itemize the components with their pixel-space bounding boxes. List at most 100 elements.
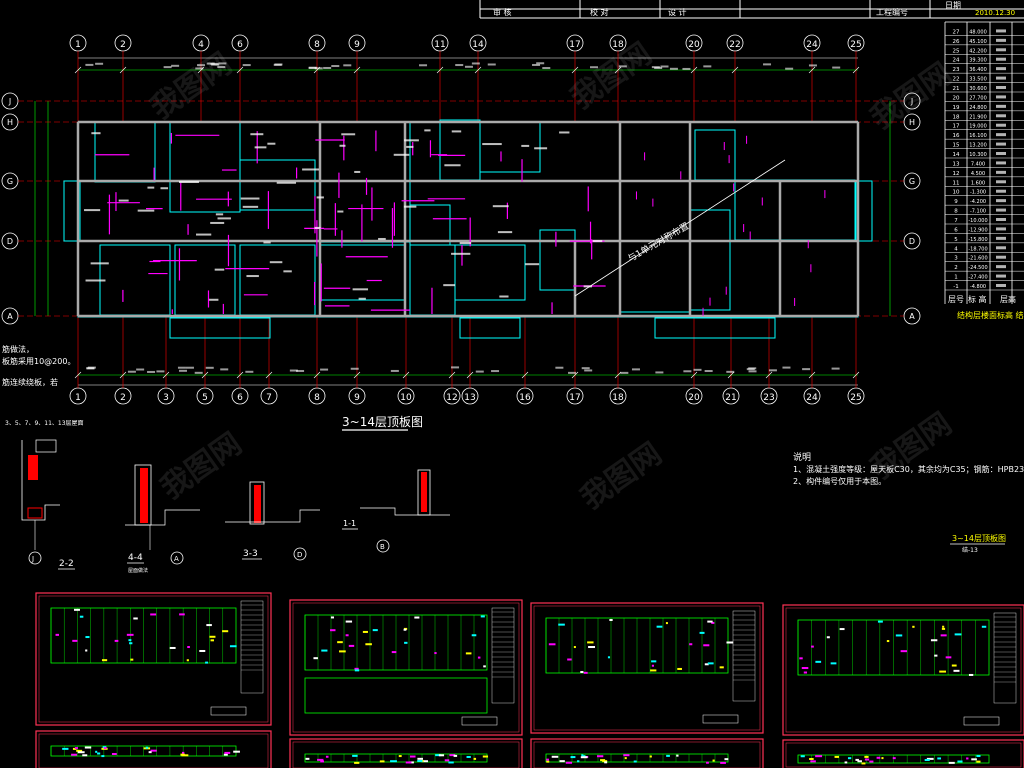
section-4-4: A 4-4 屋面做法 <box>125 464 200 574</box>
floor-number: 11 <box>953 180 960 186</box>
floor-elevation: -24.500 <box>968 265 987 271</box>
bottom-axis-label: 9 <box>354 393 360 403</box>
floor-number: 9 <box>954 199 958 205</box>
bottom-axis-label: 2 <box>120 393 126 403</box>
bottom-axis-label: 25 <box>850 393 861 403</box>
section-2-2-label: 2-2 <box>59 559 74 569</box>
section-details: 3、5、7、9、11、13层屋面 J 2-2 A 4-4 屋面做法 <box>5 420 450 574</box>
bottom-axis-label: 20 <box>688 393 700 403</box>
floor-elevation: -15.800 <box>968 237 987 243</box>
row-axis-label: A <box>909 312 915 321</box>
floor-elevation: 4.500 <box>971 171 985 177</box>
sheet-thumbnail <box>530 738 764 768</box>
floor-number: 12 <box>953 171 960 177</box>
row-axis-label: D <box>909 237 915 246</box>
floor-number: 20 <box>953 95 960 101</box>
floor-elevation: 36.400 <box>969 67 987 73</box>
col-elevation-header: 标 高 <box>968 294 987 304</box>
floor-number: 25 <box>953 48 960 54</box>
bottom-axis-label: 3 <box>163 393 169 403</box>
watermark-text-6: 我图网 <box>865 406 959 486</box>
sheet-thumbnail <box>35 592 272 726</box>
watermark: 我图网 我图网 我图网 我图网 我图网 我图网 <box>145 36 959 516</box>
section-3-3-label: 3-3 <box>243 549 258 559</box>
floor-number: 15 <box>953 143 960 149</box>
top-axis-label: 25 <box>850 40 861 50</box>
top-axis-label: 2 <box>120 40 126 50</box>
sheet-thumbnail <box>289 738 523 768</box>
bottom-axis-label: 18 <box>612 393 624 403</box>
date-value: 2010.12.30 <box>975 9 1015 17</box>
floor-number: 1 <box>954 275 958 281</box>
floor-elevation: 45.100 <box>969 39 987 45</box>
title-block: 审 核 校 对 设 计 工程编号 日期 2010.12.30 <box>479 0 1024 19</box>
top-axis-label: 4 <box>198 40 204 50</box>
section-axis-D: D <box>297 551 302 559</box>
bottom-axis-label: 13 <box>464 393 475 403</box>
top-axis-label: 1 <box>75 40 81 50</box>
floor-elevation: -1.300 <box>970 190 986 196</box>
floor-number: 26 <box>953 39 960 45</box>
detail-label: 3、5、7、9、11、13层屋面 <box>5 420 84 427</box>
drawing-number: 结-13 <box>962 546 978 554</box>
section-small-label: 屋面做法 <box>128 567 148 574</box>
floor-number: 2 <box>954 265 958 271</box>
section-2-2: 3、5、7、9、11、13层屋面 J 2-2 <box>5 420 84 570</box>
left-note-1: 筋做法， <box>2 344 34 354</box>
top-axis-label: 20 <box>688 40 700 50</box>
top-axis-label: 14 <box>472 40 484 50</box>
general-notes: 说明 1、混凝土强度等级：屋天板C30，其余均为C35；钢筋：HPB235(),… <box>793 451 1024 554</box>
row-axis-label: H <box>7 118 13 127</box>
bottom-axis-label: 10 <box>400 393 412 403</box>
drawing-title: 3~14层顶板图 <box>952 533 1006 543</box>
sheet-thumbnail <box>530 602 764 734</box>
date-label: 日期 <box>945 1 961 10</box>
check-label: 校 对 <box>590 7 609 17</box>
floor-number: 22 <box>953 77 960 83</box>
section-axis-J: J <box>31 555 34 563</box>
top-axis-label: 11 <box>434 40 445 50</box>
rebar-marks <box>94 130 826 316</box>
bottom-axis-label: 24 <box>806 393 818 403</box>
left-note-2: 板筋采用10@200。 <box>2 356 75 366</box>
floor-elevation: -27.400 <box>968 275 987 281</box>
bottom-axis-label: 23 <box>763 393 774 403</box>
floor-elevation: -4.200 <box>970 199 986 205</box>
floor-elevation: -4.800 <box>970 284 986 290</box>
floor-elevation: 33.500 <box>969 77 987 83</box>
row-axis-label: D <box>7 237 13 246</box>
floor-elevation: 7.400 <box>971 161 985 167</box>
floor-number: 6 <box>954 227 958 233</box>
floor-elevation: -21.600 <box>968 256 987 262</box>
floor-elevation: 13.200 <box>969 143 987 149</box>
bottom-axis-label: 1 <box>75 393 81 403</box>
floor-elevation: 39.300 <box>969 58 987 64</box>
floor-number: 3 <box>954 256 958 262</box>
floor-elevation: -10.000 <box>968 218 987 224</box>
section-1-1: B 1-1 <box>342 469 450 553</box>
bottom-axis-label: 17 <box>569 393 580 403</box>
top-axis-label: 24 <box>806 40 818 50</box>
floor-elevation: 27.700 <box>969 95 987 101</box>
floor-elevation: -18.700 <box>968 246 987 252</box>
notes-line-2: 2、构件编号仅用于本图。 <box>793 476 886 486</box>
notes-heading: 说明 <box>793 451 811 463</box>
floor-elevation: 1.600 <box>971 180 985 186</box>
watermark-text-5: 我图网 <box>575 436 669 516</box>
floor-elevation: 21.900 <box>969 114 987 120</box>
floor-number: 18 <box>953 114 960 120</box>
floor-number: 4 <box>954 246 958 252</box>
top-axis-label: 9 <box>354 40 360 50</box>
row-axis-label: H <box>909 118 915 127</box>
bottom-axis-label: 7 <box>266 393 272 403</box>
floor-elevation: 16.100 <box>969 133 987 139</box>
sheet-thumbnail <box>289 599 523 736</box>
sheet-thumbnail <box>782 604 1024 736</box>
plan-title: 3~14层顶板图 <box>342 415 423 429</box>
floor-number: 8 <box>954 209 958 215</box>
watermark-text-1: 我图网 <box>145 46 239 126</box>
